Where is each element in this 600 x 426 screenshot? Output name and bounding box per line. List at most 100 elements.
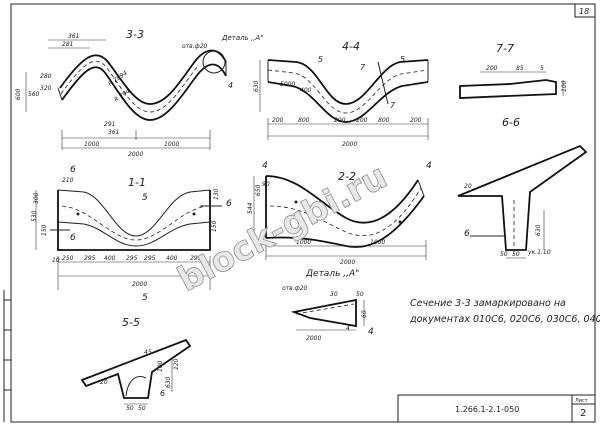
dimension-label: 1000: [296, 239, 311, 246]
dimension-label: 300: [33, 192, 40, 204]
dimension-label: 210: [62, 177, 74, 184]
dimension-label: 291: [104, 121, 115, 128]
dimension-label: 295: [84, 255, 96, 262]
dimension-label: 100: [157, 360, 164, 372]
sheet-frame: [10, 3, 596, 423]
dimension-label: 100: [561, 80, 568, 92]
section-marker-5a: 5: [318, 55, 323, 64]
dimension-label: 400: [300, 87, 312, 94]
dimension-label: 295: [126, 255, 138, 262]
dimension-label: 10: [52, 257, 60, 264]
detail-a-title: Деталь ,,А": [305, 269, 359, 279]
dimension-label: 50: [138, 405, 146, 412]
dimension-label: 200: [334, 117, 346, 124]
hole-label-b: отв.ф20: [282, 285, 308, 292]
dimension-label: 1000: [370, 239, 385, 246]
document-code: 1.266.1-2.1-050: [455, 405, 519, 414]
section-2-2-title: 2-2: [338, 170, 356, 183]
dimension-label: 130: [213, 188, 220, 200]
dimension-label: 45: [144, 349, 152, 356]
sheet-number: 2: [580, 408, 586, 419]
dimension-label: 400: [104, 255, 116, 262]
dimension-label: 2000: [342, 141, 357, 148]
dimension-label: 2000: [306, 335, 321, 342]
dimension-label: 60: [361, 310, 368, 318]
dimension-label: 361: [68, 33, 79, 40]
detail-a-callout: [202, 50, 226, 74]
dimension-label: 280: [40, 73, 52, 80]
section-marker-5c: 5: [142, 193, 148, 203]
section-marker-4c: 4: [426, 161, 432, 171]
dimension-label: 200: [356, 117, 368, 124]
dimension-label: 30: [330, 291, 338, 298]
dimension-label: 20: [464, 183, 472, 190]
dimension-label: 544: [247, 202, 254, 214]
dimension-label: 5: [540, 65, 544, 72]
hole-label-a: отв.ф20: [182, 43, 208, 50]
dimension-label: 630: [253, 80, 260, 92]
section-marker-7a: 7: [360, 63, 366, 72]
dimension-label: 250: [62, 255, 74, 262]
section-4-4-title: 4-4: [342, 40, 360, 53]
page-number-box: [574, 3, 596, 18]
section-marker-4a: 4: [228, 81, 233, 90]
section-marker-6e: 6: [160, 389, 165, 398]
dimension-label: 320: [40, 85, 52, 92]
page-number: 18: [579, 7, 589, 16]
dimension-label: 2000: [340, 259, 355, 266]
dimension-label: 530: [31, 210, 38, 222]
dimension-label: 120: [173, 358, 180, 370]
dimension-label: 1000: [164, 141, 179, 148]
dimension-label: 200: [410, 117, 422, 124]
dimension-label: 400: [166, 255, 178, 262]
dimension-label: 361: [108, 129, 119, 136]
dimension-label: 650: [255, 184, 262, 196]
dimension-label: 90: [262, 181, 270, 188]
section-marker-4d: 4: [368, 327, 374, 337]
dimension-label: 10: [212, 257, 220, 264]
section-marker-6b: 6: [70, 233, 76, 243]
section-1-1: 1-1 6 6 6 5 5 210 300 250 295 400 295 295 400 29…: [31, 165, 232, 303]
dimension-label: 4: [346, 325, 350, 332]
section-marker-5d: 5: [142, 293, 148, 303]
dimension-label: 800: [298, 117, 310, 124]
dimension-label: 50: [500, 251, 508, 258]
section-4-4: 4-4 5 5 7 7 200 800 200 200 800 200 2000 400 630…: [253, 40, 429, 148]
note-line-2: документах 010С6, 020С6, 030С6, 040С6: [409, 314, 600, 325]
dimension-label: 200: [272, 117, 284, 124]
section-7-7-title: 7-7: [496, 42, 514, 55]
section-marker-4b: 4: [262, 161, 268, 171]
dimension-label: 295: [190, 255, 202, 262]
dimension-label: 50: [512, 251, 520, 258]
section-marker-6d: 6: [464, 229, 470, 239]
detail-a-ref: Деталь ,,А": [221, 34, 263, 42]
section-marker-6c: 6: [226, 199, 232, 209]
section-5-5-title: 5-5: [122, 316, 140, 329]
dimension-label: 2000: [128, 151, 143, 158]
dimension-label: 5000: [280, 81, 295, 88]
section-1-1-title: 1-1: [128, 176, 146, 189]
dimension-label: 800: [378, 117, 390, 124]
section-marker-7b: 7: [390, 101, 396, 110]
dimension-label: 600: [15, 88, 22, 100]
dimension-label: 50: [126, 405, 134, 412]
section-3-3-title: 3-3: [126, 28, 144, 41]
dimension-label: 630: [535, 224, 542, 236]
dimension-label: 2000: [132, 281, 147, 288]
section-marker-6a: 6: [70, 165, 76, 175]
slope-label: ук.1:10: [527, 249, 551, 256]
note-line-1: Сечение 3-3 замаркировано на: [410, 298, 566, 309]
dimension-label: 295: [144, 255, 156, 262]
detail-a: Деталь ,,А" отв.ф20 4 30 50 2000 60 4: [282, 269, 374, 342]
sheet-label: Лист: [575, 398, 588, 404]
section-marker-5b: 5: [400, 55, 405, 64]
dimension-label: 50: [356, 291, 364, 298]
dimension-label: 281: [62, 41, 73, 48]
dimension-label: 1000: [84, 141, 99, 148]
section-3-3: 3-3 Деталь ,,А" отв.ф20 R 2894 R 294 4 3…: [15, 28, 263, 158]
